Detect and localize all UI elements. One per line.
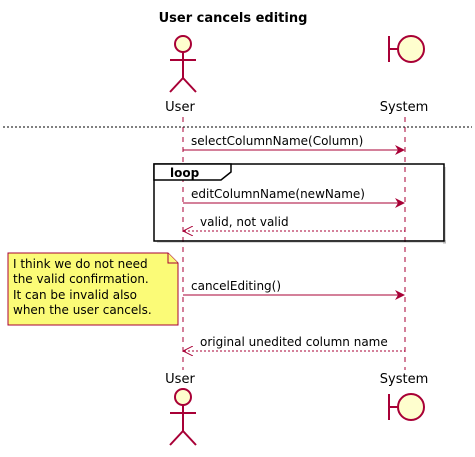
note-line: when the user cancels.	[13, 303, 152, 317]
boundary-system-bottom-label: System	[380, 372, 428, 387]
note-line: I think we do not need	[13, 257, 148, 271]
message-original-unedited-column-name: original unedited column name	[184, 335, 405, 351]
actor-user-bottom-label: User	[165, 372, 195, 387]
boundary-system-top[interactable]: System	[380, 35, 428, 115]
actor-user-top-label: User	[165, 100, 195, 115]
message-label: valid, not valid	[200, 215, 289, 229]
message-select-column-name: selectColumnName(Column)	[183, 134, 405, 155]
message-label: selectColumnName(Column)	[191, 134, 363, 148]
loop-label: loop	[170, 166, 200, 180]
message-label: editColumnName(newName)	[191, 187, 365, 201]
message-edit-column-name: editColumnName(newName)	[183, 187, 405, 208]
boundary-system-top-label: System	[380, 100, 428, 115]
note-line: the valid confirmation.	[13, 272, 149, 286]
message-label: cancelEditing()	[191, 279, 281, 293]
boundary-system-bottom[interactable]: System	[380, 372, 428, 421]
actor-icon	[169, 388, 197, 446]
message-cancel-editing: cancelEditing()	[183, 279, 405, 300]
message-valid-not-valid: valid, not valid	[184, 215, 405, 231]
note: I think we do not need the valid confirm…	[7, 252, 179, 326]
actor-icon	[169, 35, 197, 93]
diagram-title: User cancels editing	[159, 11, 308, 26]
loop-fragment: loop	[153, 163, 446, 244]
actor-user-top[interactable]: User	[165, 35, 197, 115]
note-line: It can be invalid also	[13, 288, 137, 302]
boundary-icon	[388, 35, 425, 63]
message-label: original unedited column name	[200, 335, 388, 349]
boundary-icon	[388, 393, 425, 421]
actor-user-bottom[interactable]: User	[165, 372, 197, 446]
